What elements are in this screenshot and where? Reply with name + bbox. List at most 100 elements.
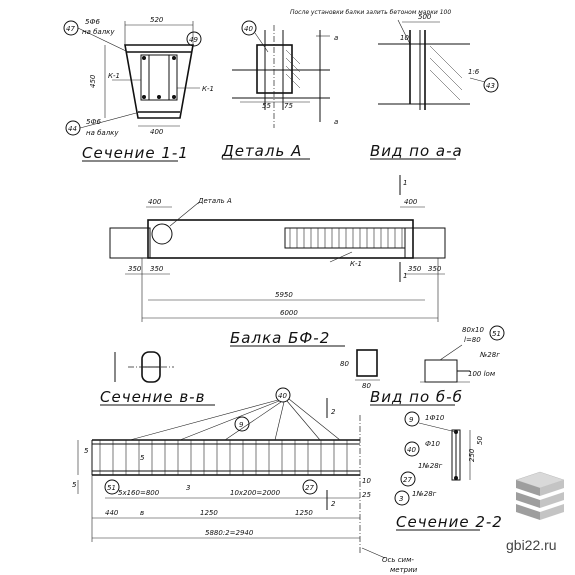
view-b-b: 80 80 80х10 l=80 51 №28г 100 lом Вид по …: [340, 325, 505, 406]
top-bar-note: на балку: [82, 28, 115, 36]
cage-section-2-top: 2: [331, 408, 336, 416]
cage-pos-40: 40: [278, 392, 287, 400]
beam-section-mark-top: 1: [403, 179, 407, 187]
top-bar-label: 5Ф6: [85, 18, 100, 26]
section-2-2-pos-40-marker: [404, 441, 420, 457]
beam-detail-a-marker: [151, 223, 173, 245]
beam-dim-left-support-2: 350: [150, 265, 164, 273]
view-a-a-dim-10: 10: [400, 34, 409, 42]
detail-a: а а 40 55 75 Деталь А: [221, 20, 338, 160]
view-b-b-pos-51-marker: [489, 325, 505, 341]
cage-dim-1250a: 1250: [200, 509, 218, 517]
detail-a-pos-40-marker: [241, 20, 257, 36]
view-b-b-title: Вид по б-б: [370, 388, 463, 406]
cage-axis-note-1: Ось сим-: [382, 556, 414, 564]
beam-left-support: [109, 227, 151, 259]
section-2-2: 9 1Ф10 40 Ф10 27 1№28г 3 1№28г 250 50 Се…: [394, 411, 503, 531]
pos-49-label: 49: [189, 36, 198, 44]
section-2-2-title: Сечение 2-2: [396, 513, 503, 531]
view-b-b-n28: №28г: [479, 351, 500, 359]
view-a-a-slope: 1:6: [468, 68, 480, 76]
section-2-2-pos-3: 3: [399, 495, 403, 503]
section-2-2-dim-50: 50: [476, 436, 484, 445]
cage-dim-10: 10: [362, 477, 371, 485]
cage-section-2-bottom: 2: [331, 500, 336, 508]
beam-dim-right-support-2: 350: [428, 265, 442, 273]
detail-a-pocket: [256, 44, 293, 94]
beam-detail-a-label: Деталь А: [197, 197, 232, 205]
bottom-bar-note: на балку: [86, 129, 119, 137]
pos-44-label: 44: [68, 125, 77, 133]
reinforcement-cage: 40 9 5 5 51 3 27 5 2 2 10 25 5х160=800 1…: [72, 387, 418, 574]
section-1-1-k1-left: К-1: [108, 72, 120, 80]
section-b-b: Сечение в-в: [100, 351, 215, 406]
view-a-a-dim-500: 500: [418, 13, 432, 21]
view-b-b-dim-80w: 80: [362, 382, 371, 390]
view-b-b-plate: [356, 349, 378, 377]
detail-a-section-mark-top: а: [334, 34, 338, 42]
view-a-a: После установки балки залить бетоном мар…: [290, 9, 499, 160]
view-b-b-channel: [424, 359, 458, 383]
view-b-b-dim-80h: 80: [340, 360, 349, 368]
detail-a-dim-55: 55: [262, 102, 271, 110]
site-logo: gbi22.ru: [506, 471, 565, 553]
section-2-2-pos-9: 9: [409, 416, 414, 424]
section-1-1-outline: [124, 44, 194, 119]
section-2-2-pos-27-marker: [400, 471, 416, 487]
beam-bf2: Деталь А 400 400 1 1 К-1 350 350 350 350…: [109, 175, 446, 347]
cage-pos-51: 51: [107, 484, 116, 492]
cage-dim-spacing-right: 10х200=2000: [230, 489, 281, 497]
beam-dim-left-support: 350: [128, 265, 142, 273]
cage-pos-27-marker: [302, 479, 318, 495]
view-a-a-note-line1: После установки балки залить бетоном мар…: [290, 9, 451, 16]
detail-a-title: Деталь А: [221, 142, 302, 160]
detail-a-section-mark-bottom: а: [334, 118, 338, 126]
section-2-2-pos-3-marker: [394, 490, 410, 506]
beam-cage: [284, 227, 406, 249]
section-1-1-width-top: 520: [150, 16, 164, 24]
section-2-2-bar-27: 1№28г: [418, 462, 443, 470]
cage-dim-25: 25: [362, 491, 371, 499]
section-2-2-bar-40: Ф10: [425, 440, 440, 448]
view-b-b-plate-size: 80х10: [462, 326, 485, 334]
beam-k1: К-1: [350, 260, 362, 268]
cage-dim-left: 5: [84, 447, 89, 455]
pos-47-label: 47: [66, 25, 75, 33]
view-b-b-pos-51: 51: [492, 330, 501, 338]
section-2-2-pos-9-marker: [404, 411, 420, 427]
section-1-1-title: Сечение 1-1: [82, 144, 189, 162]
section-b-b-title: Сечение в-в: [100, 388, 205, 406]
cage-dim-total: 5880:2=2940: [205, 529, 254, 537]
cage-dim-b: в: [140, 509, 144, 517]
section-1-1-height: 450: [89, 74, 97, 88]
cage-pos-51-marker: [104, 479, 120, 495]
beam-dim-inner: 5950: [275, 291, 293, 299]
beam-body: [147, 219, 414, 259]
cage-dim-spacing-left: 5х160=800: [118, 489, 160, 497]
section-1-1-cage: [140, 54, 178, 101]
section-2-2-dim-250: 250: [468, 448, 476, 462]
pos-49-marker: [186, 31, 202, 47]
view-a-a-pos-43: 43: [486, 82, 495, 90]
cage-pos-5: 5: [140, 454, 145, 462]
section-2-2-bar-3: 1№28г: [412, 490, 437, 498]
section-2-2-pos-27: 27: [403, 476, 412, 484]
beam-dim-right-support: 350: [408, 265, 422, 273]
cage-pos-40-marker: [275, 387, 291, 403]
cage-pos-3: 3: [186, 484, 190, 492]
view-b-b-n28-note: 100 lом: [468, 370, 496, 378]
bottom-bar-label: 5Ф6: [86, 118, 101, 126]
section-1-1-k1-right: К-1: [202, 85, 214, 93]
cage-pos-9-marker: [234, 416, 250, 432]
beam-title: Балка БФ-2: [230, 329, 330, 347]
view-a-a-title: Вид по а-а: [370, 142, 463, 160]
section-2-2-pos-40: 40: [407, 446, 416, 454]
view-b-b-plate-len: l=80: [464, 336, 481, 344]
beam-dim-right-top: 400: [404, 198, 418, 206]
cage-pos-9: 9: [239, 421, 244, 429]
section-1-1: 520 400 450 К-1 К-1 47 5Ф6 на балку 49 4…: [63, 16, 214, 162]
cage-pos-27: 27: [305, 484, 314, 492]
detail-a-dim-75: 75: [284, 102, 293, 110]
section-1-1-width-bottom: 400: [150, 128, 164, 136]
